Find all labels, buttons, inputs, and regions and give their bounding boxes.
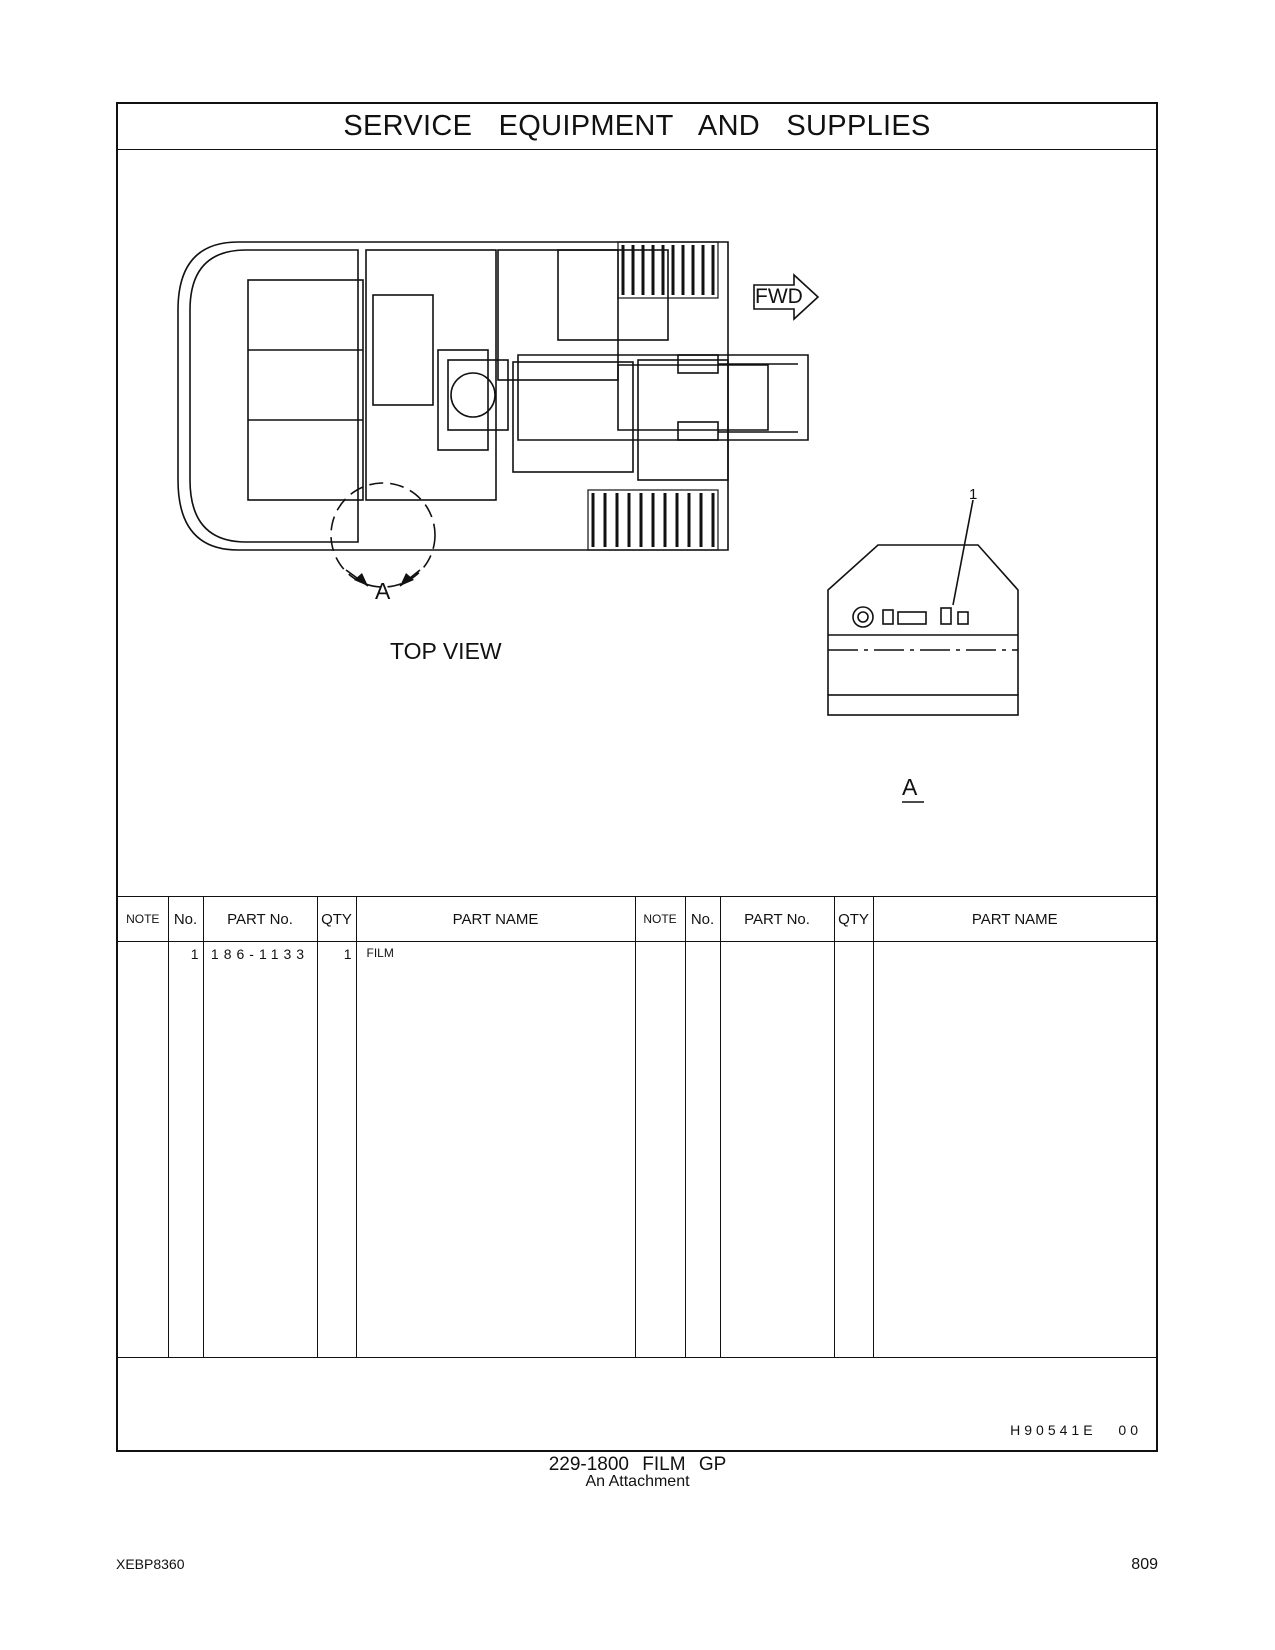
detail-a-label: A [902,774,918,800]
col-part-no-2: PART No. [720,897,835,942]
empty-cell [873,942,1156,1358]
parts-table: NOTE No. PART No. QTY PART NAME NOTE No.… [118,896,1156,1358]
view-a-label: A [375,578,391,604]
group-caption: 229-1800 FILM GP [548,1454,727,1475]
row-qty: 1 [317,941,357,1357]
excavator-top-view-drawing [177,241,1019,803]
sheet-title: SERVICE EQUIPMENT AND SUPPLIES [118,104,1156,150]
row-part-name: FILM [356,941,636,1357]
table-header-row: NOTE No. PART No. QTY PART NAME NOTE No.… [118,897,1156,942]
empty-cell [834,941,874,1357]
row-part-no: 186-1133 [203,941,318,1357]
page-number: 809 [1131,1556,1158,1573]
group-subcaption: An Attachment [585,1473,690,1490]
callout-number: 1 [969,486,978,503]
col-no: No. [168,897,204,942]
col-note-2: NOTE [635,897,686,942]
col-part-no: PART No. [203,897,318,942]
drawing-area: FWD A TOP VIEW 1 A [118,150,1156,896]
publication-number: XEBP8360 [116,1556,185,1572]
row-no: 1 [168,941,204,1357]
col-qty: QTY [317,897,357,942]
row-note [118,941,169,1357]
empty-cell [685,941,721,1357]
table-row: 1 186-1133 1 FILM [118,941,1156,1358]
empty-cell [720,941,835,1357]
empty-cell [635,941,686,1357]
drawing-doc-id: H90541E 00 [1010,1422,1142,1438]
col-note: NOTE [118,897,169,942]
col-part-name-2: PART NAME [873,897,1156,942]
col-part-name: PART NAME [356,897,636,942]
col-qty-2: QTY [834,897,874,942]
col-no-2: No. [685,897,721,942]
parts-sheet: SERVICE EQUIPMENT AND SUPPLIES [116,102,1158,1452]
fwd-label: FWD [755,285,803,308]
top-view-label: TOP VIEW [390,638,502,664]
